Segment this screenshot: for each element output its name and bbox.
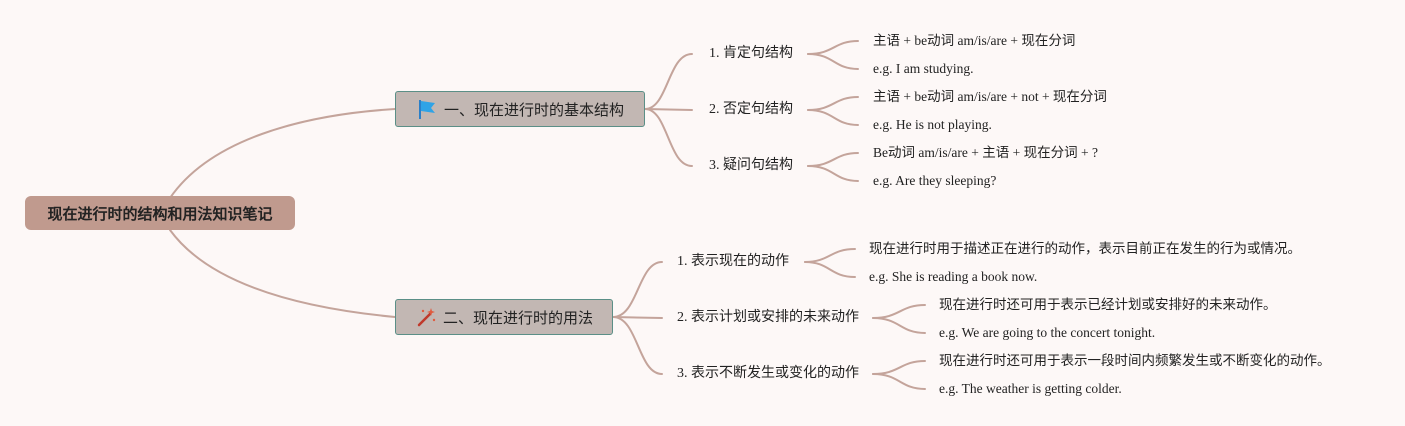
link-branch2-sub3 xyxy=(612,316,663,375)
link-sub5-leaf2 xyxy=(872,317,926,334)
magic-wand-icon xyxy=(415,306,437,328)
leaf-question-example[interactable]: e.g. Are they sleeping? xyxy=(873,173,997,188)
link-sub5-leaf1 xyxy=(872,304,926,319)
flag-icon xyxy=(416,98,438,120)
leaf-affirmative-example[interactable]: e.g. I am studying. xyxy=(873,61,974,76)
leaf-question-rule[interactable]: Be动词 am/is/are + 主语 + 现在分词 + ? xyxy=(873,145,1098,160)
leaf-negative-example[interactable]: e.g. He is not playing. xyxy=(873,117,992,132)
link-branch2-sub1 xyxy=(612,261,663,318)
subtopic-planned-future[interactable]: 2. 表示计划或安排的未来动作 xyxy=(677,310,859,325)
leaf-affirmative-rule[interactable]: 主语 + be动词 am/is/are + 现在分词 xyxy=(873,33,1076,48)
leaf-changing-action-example[interactable]: e.g. The weather is getting colder. xyxy=(939,381,1122,396)
link-sub4-leaf1 xyxy=(804,248,856,263)
leaf-planned-future-desc[interactable]: 现在进行时还可用于表示已经计划或安排好的未来动作。 xyxy=(939,297,1277,312)
link-sub4-leaf2 xyxy=(804,261,856,278)
branch-title: 二、现在进行时的用法 xyxy=(442,308,593,327)
link-root-branch1 xyxy=(169,108,396,199)
link-branch2-sub2 xyxy=(612,316,663,319)
leaf-negative-rule[interactable]: 主语 + be动词 am/is/are + not + 现在分词 xyxy=(873,89,1107,104)
link-sub3-leaf1 xyxy=(807,152,859,167)
link-sub6-leaf2 xyxy=(872,373,926,390)
root-node[interactable]: 现在进行时的结构和用法知识笔记 xyxy=(25,196,295,230)
link-sub3-leaf2 xyxy=(807,165,859,182)
link-branch1-sub2 xyxy=(644,108,693,111)
leaf-current-action-example[interactable]: e.g. She is reading a book now. xyxy=(869,269,1038,284)
leaf-planned-future-example[interactable]: e.g. We are going to the concert tonight… xyxy=(939,325,1156,340)
subtopic-affirmative[interactable]: 1. 肯定句结构 xyxy=(709,46,793,61)
subtopic-current-action[interactable]: 1. 表示现在的动作 xyxy=(677,254,789,269)
leaf-current-action-desc[interactable]: 现在进行时用于描述正在进行的动作，表示目前正在发生的行为或情况。 xyxy=(869,241,1301,256)
link-sub1-leaf1 xyxy=(807,40,859,55)
link-sub1-leaf2 xyxy=(807,53,859,70)
link-branch1-sub3 xyxy=(644,108,693,167)
subtopic-negative[interactable]: 2. 否定句结构 xyxy=(709,102,793,117)
branch-node-structure[interactable]: 一、现在进行时的基本结构 xyxy=(395,91,645,127)
branch-node-usage[interactable]: 二、现在进行时的用法 xyxy=(395,299,613,335)
link-sub2-leaf2 xyxy=(807,109,859,126)
link-branch1-sub1 xyxy=(644,53,693,110)
link-root-branch2 xyxy=(169,229,396,318)
leaf-changing-action-desc[interactable]: 现在进行时还可用于表示一段时间内频繁发生或不断变化的动作。 xyxy=(939,353,1331,368)
link-sub2-leaf1 xyxy=(807,96,859,111)
subtopic-changing-action[interactable]: 3. 表示不断发生或变化的动作 xyxy=(677,366,859,381)
root-title: 现在进行时的结构和用法知识笔记 xyxy=(47,204,273,223)
branch-title: 一、现在进行时的基本结构 xyxy=(443,100,624,119)
link-sub6-leaf1 xyxy=(872,360,926,375)
subtopic-question[interactable]: 3. 疑问句结构 xyxy=(709,158,793,173)
